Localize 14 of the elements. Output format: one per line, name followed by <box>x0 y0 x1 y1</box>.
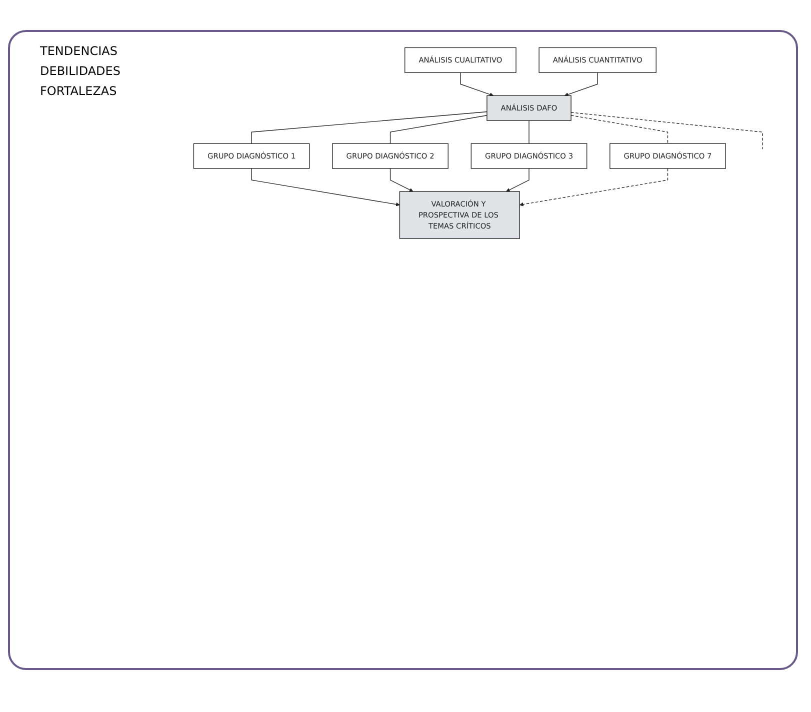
term-label: FORTALEZAS <box>40 84 117 98</box>
connector <box>251 111 488 144</box>
term-label: TENDENCIAS <box>40 44 118 58</box>
arrow <box>506 168 530 192</box>
term-label: DEBILIDADES <box>40 64 120 78</box>
arrow <box>390 168 414 192</box>
arrow <box>519 168 668 206</box>
arrow <box>460 72 494 96</box>
arrow <box>251 168 400 206</box>
arrow <box>564 72 598 96</box>
connector <box>528 120 530 144</box>
connector <box>570 115 668 144</box>
connector <box>390 115 488 144</box>
connector <box>570 112 763 150</box>
